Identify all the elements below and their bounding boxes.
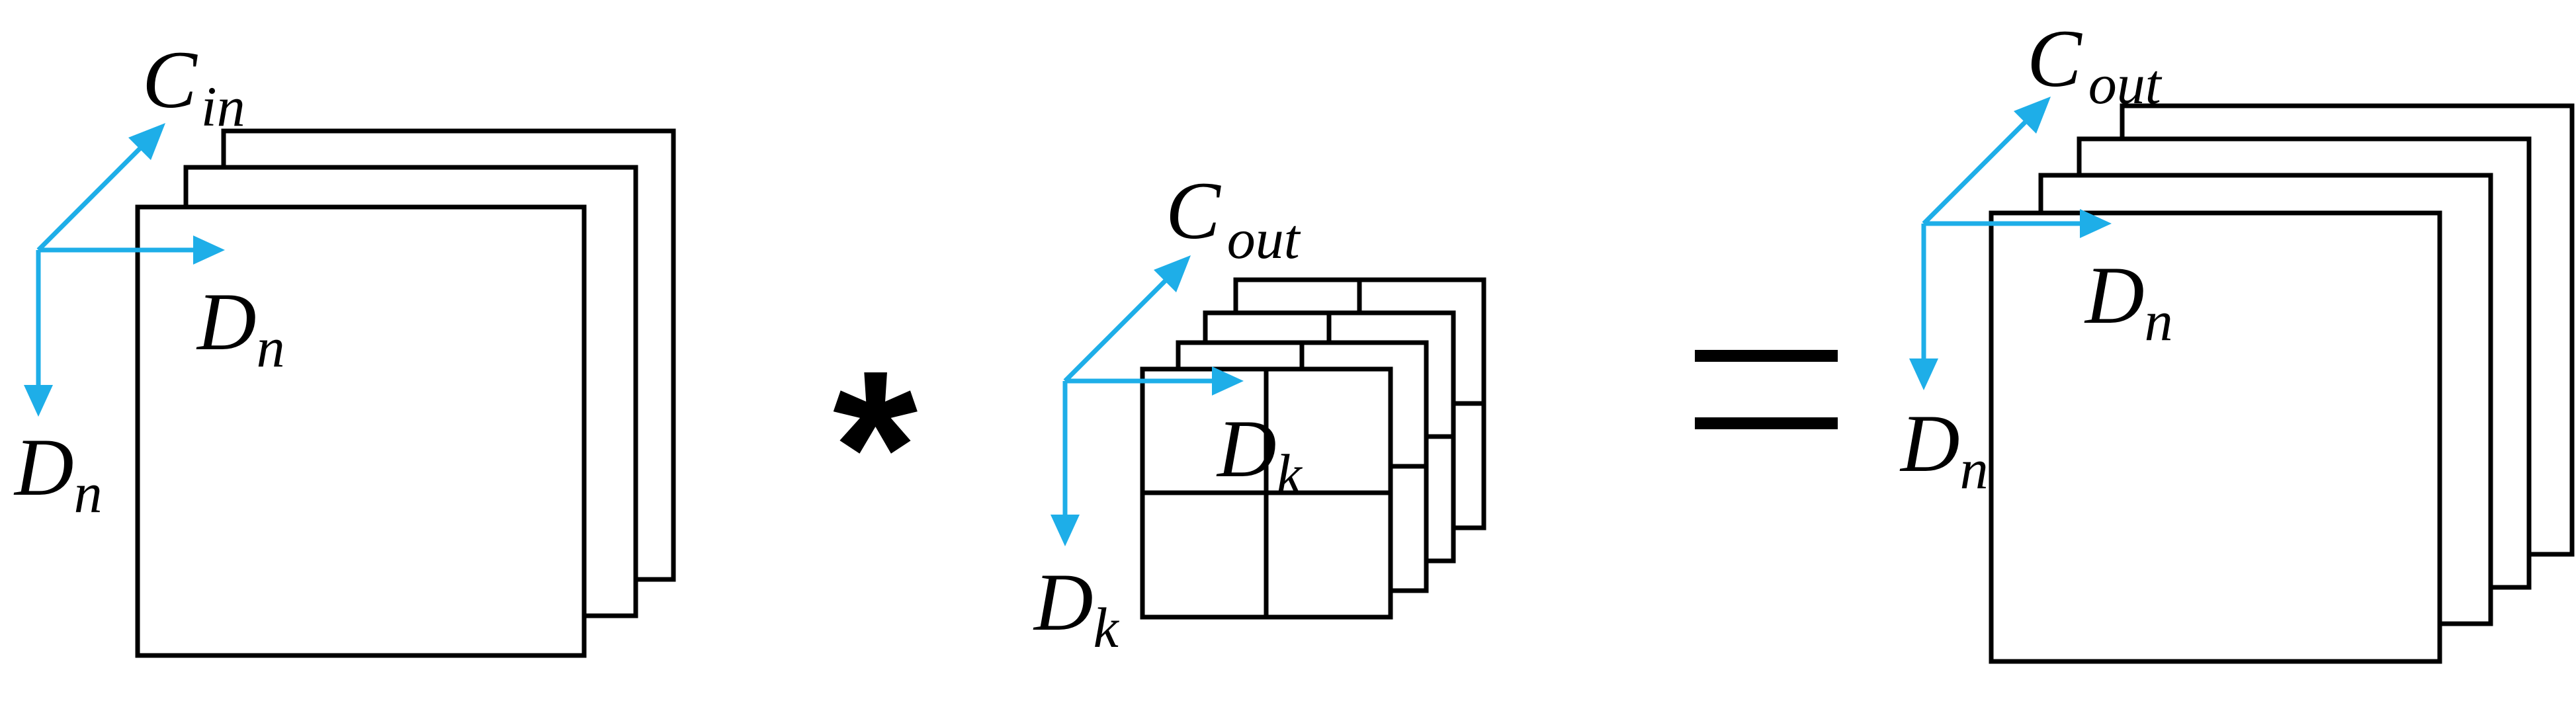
input-width-arrowhead	[193, 235, 225, 265]
input-sheet-front	[135, 204, 587, 658]
kernel-width-arrowhead	[1212, 366, 1244, 396]
output-tensor	[1989, 103, 2575, 664]
convolution-operator: *	[833, 325, 918, 569]
output-width-label: Dn	[2084, 250, 2173, 353]
equals-operator	[1695, 350, 1838, 429]
kernel-channel-arrowhead	[1154, 255, 1191, 292]
output-channel-arrowhead	[2014, 97, 2051, 134]
output-axes	[1909, 97, 2112, 390]
input-channel-arrow	[36, 142, 146, 252]
input-tensor	[135, 128, 676, 658]
input-axes	[24, 123, 225, 417]
output-sheet-1	[1989, 210, 2442, 664]
output-height-label: Dn	[1899, 398, 1989, 501]
kernel-height-arrowhead	[1051, 515, 1080, 546]
kernel-axes	[1051, 255, 1244, 546]
input-height-label: Dn	[13, 422, 103, 525]
input-channel-arrowhead	[128, 123, 165, 160]
input-width-label: Dn	[196, 276, 285, 379]
input-channel-label: Cin	[142, 34, 245, 138]
output-channel-arrow	[1922, 116, 2032, 226]
kernel-tensor	[1140, 277, 1486, 620]
kernel-height-label: Dk	[1033, 557, 1120, 659]
input-height-arrowhead	[24, 385, 53, 417]
kernel-channel-arrow	[1063, 274, 1172, 383]
kernel-width-label: Dk	[1216, 403, 1303, 506]
output-width-arrowhead	[2080, 209, 2112, 238]
output-height-arrowhead	[1909, 358, 1938, 390]
